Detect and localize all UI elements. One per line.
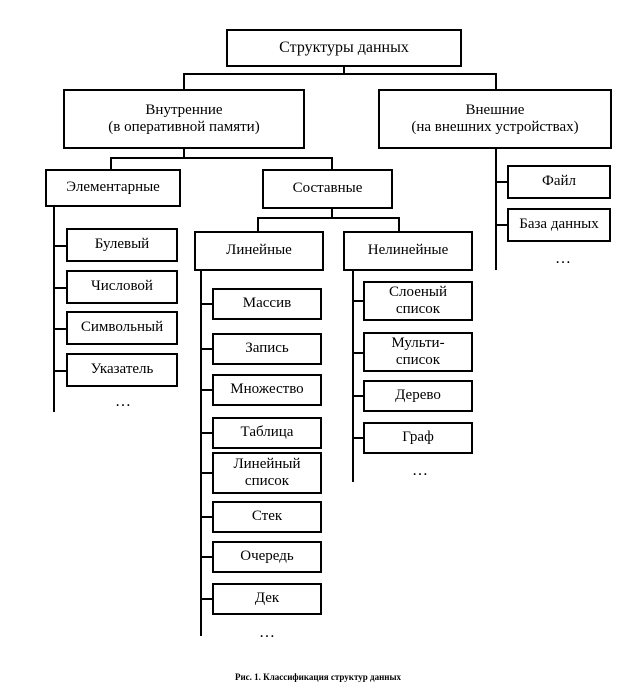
connector-line: [398, 217, 400, 232]
external-ellipsis: …: [555, 250, 573, 267]
nonlinear-item-layered-list: Слоеный список: [363, 281, 473, 321]
linear-item-stack: Стек: [212, 501, 322, 533]
connector-line: [53, 245, 67, 247]
connector-line: [331, 208, 333, 218]
figure-caption: Рис. 1. Классификация структур данных: [235, 672, 401, 682]
connector-line: [183, 73, 496, 75]
connector-line: [331, 157, 333, 170]
connector-line: [53, 328, 67, 330]
elementary-item-boolean: Булевый: [66, 228, 178, 262]
connector-line: [352, 437, 364, 439]
elementary-ellipsis: …: [115, 393, 133, 410]
linear-item-set: Множество: [212, 374, 322, 406]
connector-line: [53, 370, 67, 372]
connector-line: [352, 300, 364, 302]
linear-item-deque: Дек: [212, 583, 322, 615]
connector-line: [200, 303, 213, 305]
linear-item-queue: Очередь: [212, 541, 322, 573]
elementary-item-symbolic: Символьный: [66, 311, 178, 345]
linear-ellipsis: …: [259, 624, 277, 641]
connector-line: [200, 270, 202, 636]
root-node: Структуры данных: [226, 29, 462, 67]
connector-line: [495, 224, 508, 226]
connector-line: [352, 270, 354, 482]
connector-line: [200, 432, 213, 434]
connector-line: [200, 598, 213, 600]
linear-item-linear-list: Линейный список: [212, 452, 322, 494]
nonlinear-item-tree: Дерево: [363, 380, 473, 412]
nonlinear-item-multilist: Мульти- список: [363, 332, 473, 372]
nonlinear-node: Нелинейные: [343, 231, 473, 271]
connector-line: [183, 73, 185, 90]
connector-line: [200, 472, 213, 474]
connector-line: [53, 206, 55, 412]
external-item-file: Файл: [507, 165, 611, 199]
connector-line: [495, 181, 508, 183]
connector-line: [352, 395, 364, 397]
connector-line: [110, 157, 332, 159]
connector-line: [200, 556, 213, 558]
linear-item-table: Таблица: [212, 417, 322, 449]
external-item-database: База данных: [507, 208, 611, 242]
connector-line: [53, 287, 67, 289]
linear-node: Линейные: [194, 231, 324, 271]
connector-line: [200, 516, 213, 518]
connector-line: [200, 348, 213, 350]
connector-line: [257, 217, 259, 232]
linear-item-record: Запись: [212, 333, 322, 365]
nonlinear-ellipsis: …: [412, 462, 430, 479]
composite-node: Составные: [262, 169, 393, 209]
connector-line: [495, 148, 497, 270]
connector-line: [110, 157, 112, 170]
connector-line: [183, 148, 185, 158]
internal-node: Внутренние (в оперативной памяти): [63, 89, 305, 149]
connector-line: [343, 66, 345, 74]
connector-line: [495, 73, 497, 90]
elementary-item-numeric: Числовой: [66, 270, 178, 304]
external-node: Внешние (на внешних устройствах): [378, 89, 612, 149]
connector-line: [352, 352, 364, 354]
connector-line: [200, 389, 213, 391]
elementary-item-pointer: Указатель: [66, 353, 178, 387]
linear-item-array: Массив: [212, 288, 322, 320]
nonlinear-item-graph: Граф: [363, 422, 473, 454]
elementary-node: Элементарные: [45, 169, 181, 207]
connector-line: [257, 217, 399, 219]
